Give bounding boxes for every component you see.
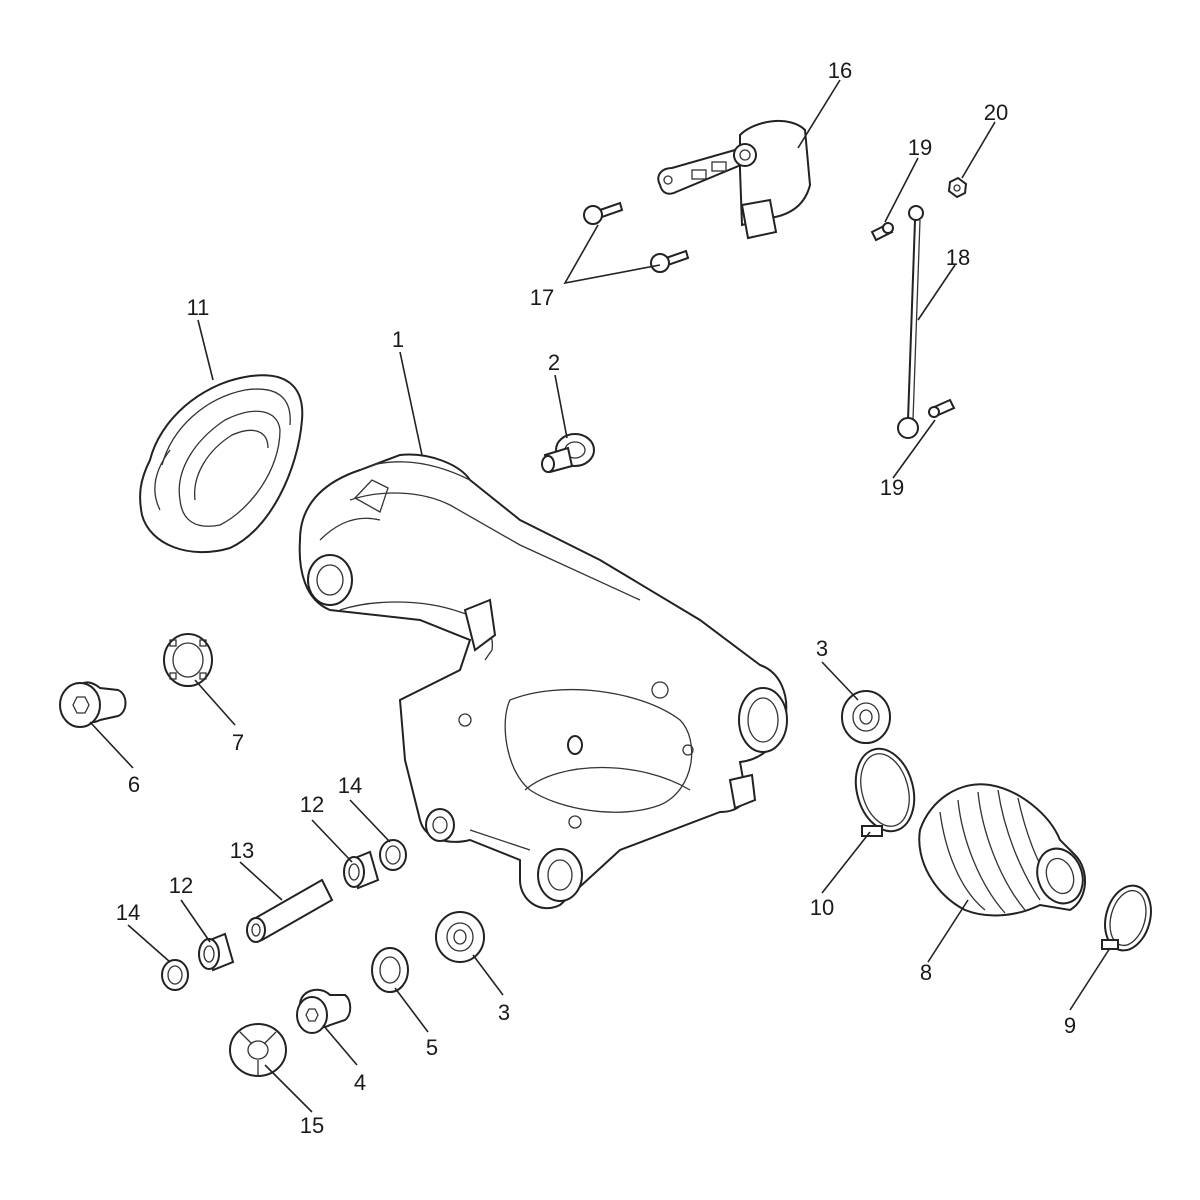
part-ball-stud-19-upper [870, 222, 894, 242]
part-link-rod-18 [897, 205, 924, 439]
part-spindle-13 [246, 878, 334, 943]
callout-19b: 19 [880, 475, 904, 500]
part-spacer-4 [296, 988, 352, 1034]
part-rubber-boot-8 [918, 783, 1087, 917]
callout-14b: 14 [116, 900, 140, 925]
part-bearing-3-upper [841, 690, 891, 744]
part-seal-14-left [161, 959, 189, 991]
callout-17: 17 [530, 285, 554, 310]
part-ring-nut-7 [163, 633, 213, 687]
leader-lines [89, 79, 1111, 1113]
part-bolts-17 [583, 201, 690, 273]
callout-10: 10 [810, 895, 834, 920]
part-ball-stud-19-lower [928, 398, 956, 418]
part-gaiter-11 [139, 374, 304, 554]
callout-labels: 1 2 3 3 4 5 6 7 8 9 10 11 12 12 13 14 14… [116, 58, 1076, 1138]
part-clip-9 [1101, 884, 1152, 952]
callout-9: 9 [1064, 1013, 1076, 1038]
part-clip-10 [854, 747, 916, 837]
callout-15: 15 [300, 1113, 324, 1138]
part-washer-15 [229, 1023, 287, 1077]
callout-3a: 3 [816, 636, 828, 661]
part-bearing-3-lower [435, 911, 485, 963]
callout-16: 16 [828, 58, 852, 83]
callout-18: 18 [946, 245, 970, 270]
part-height-sensor-16 [657, 119, 812, 240]
part-nut-20 [947, 176, 968, 199]
callout-8: 8 [920, 960, 932, 985]
callout-19a: 19 [908, 135, 932, 160]
callout-2: 2 [548, 350, 560, 375]
part-ring-nut-5 [371, 947, 409, 993]
callout-11: 11 [187, 295, 210, 320]
callout-1: 1 [392, 327, 404, 352]
callout-5: 5 [426, 1035, 438, 1060]
part-seal-14-right [379, 839, 407, 871]
part-bush-12-left [198, 932, 235, 972]
callout-12a: 12 [300, 792, 324, 817]
callout-7: 7 [232, 730, 244, 755]
part-plug-2 [541, 433, 595, 474]
part-spacer-6 [59, 681, 127, 728]
callout-20: 20 [984, 100, 1008, 125]
callout-4: 4 [354, 1070, 366, 1095]
part-bush-12-right [343, 850, 380, 890]
callout-12b: 12 [169, 873, 193, 898]
callout-6: 6 [128, 772, 140, 797]
callout-3b: 3 [498, 1000, 510, 1025]
callout-13: 13 [230, 838, 254, 863]
part-swingarm-housing [298, 453, 788, 910]
callout-14a: 14 [338, 773, 362, 798]
